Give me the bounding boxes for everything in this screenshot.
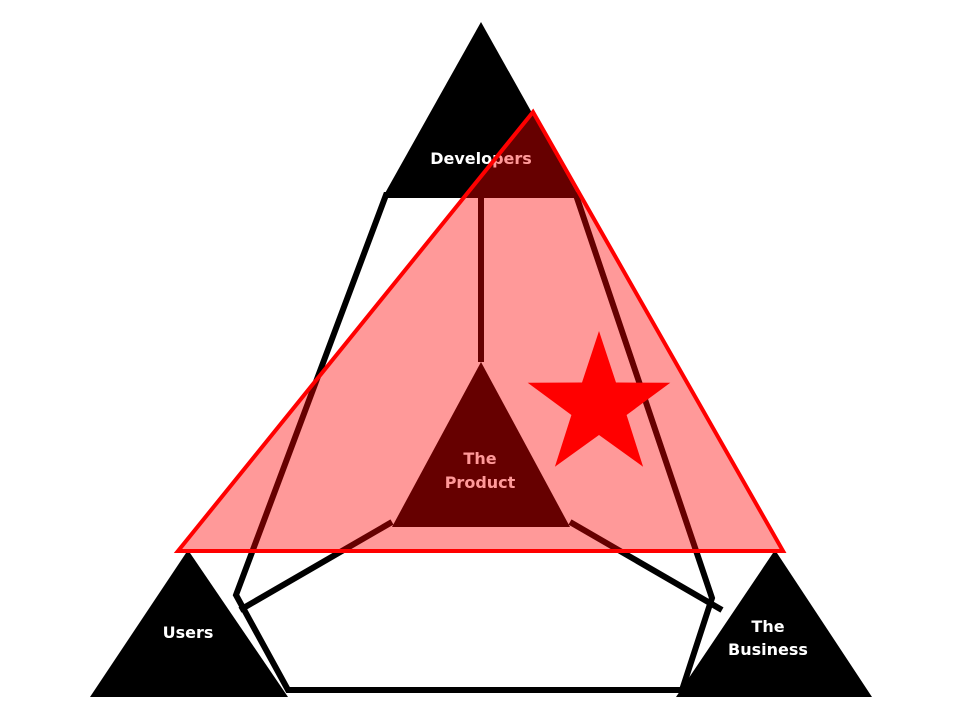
star-icon xyxy=(527,331,671,467)
label-the-business-line1: The xyxy=(751,617,784,636)
vertex-right-business xyxy=(676,550,872,697)
highlight-triangle-overlay xyxy=(173,108,787,553)
label-the-product-line1: The xyxy=(463,449,496,468)
vertex-top-developers xyxy=(384,22,578,195)
connector-right xyxy=(568,519,724,613)
connector-lines xyxy=(238,195,724,613)
label-users: Users xyxy=(163,623,214,642)
connector-left xyxy=(238,519,394,613)
label-developers: Developers xyxy=(430,149,532,168)
vertex-left-users xyxy=(90,550,288,697)
label-the-business-line2: Business xyxy=(728,640,808,659)
label-the-product-line2: Product xyxy=(445,473,516,492)
center-product-triangle xyxy=(392,362,570,527)
